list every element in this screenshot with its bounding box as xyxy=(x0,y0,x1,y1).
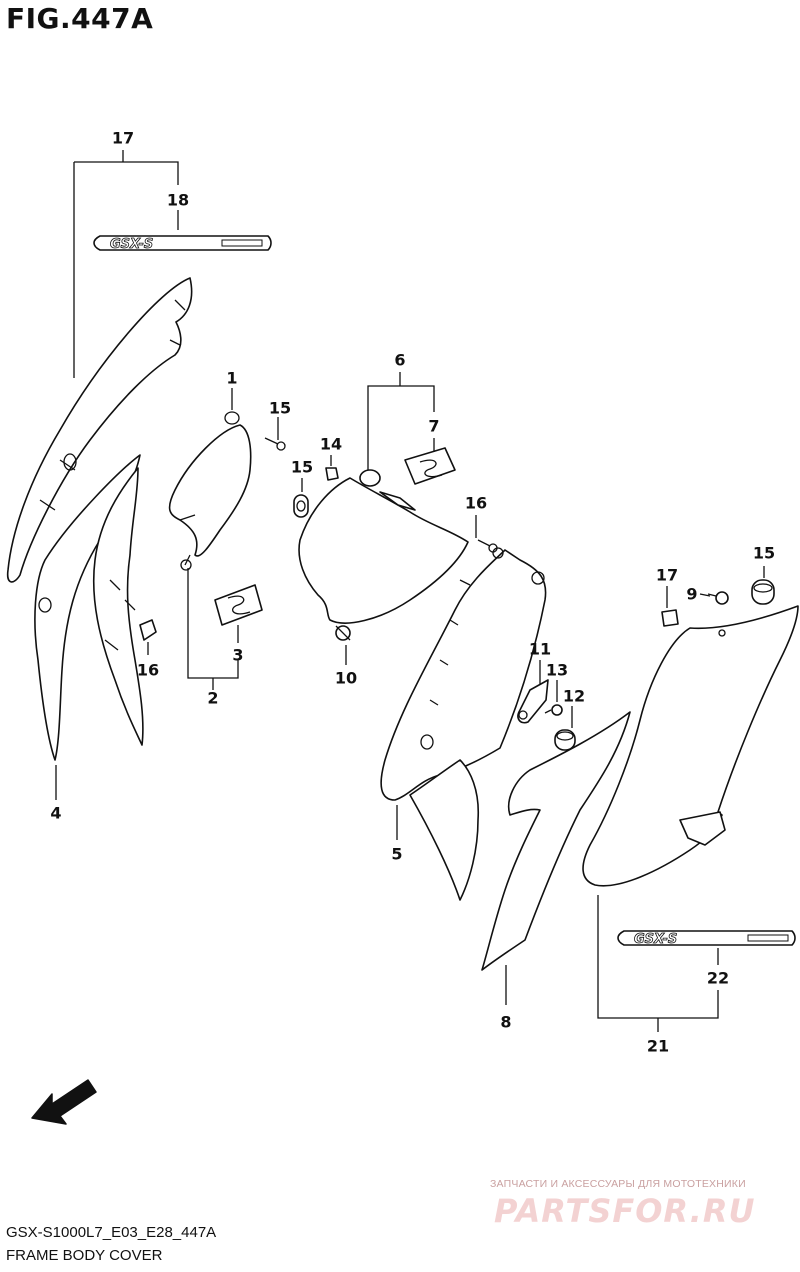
part-8-lower-cover xyxy=(481,711,631,971)
callout-11: 11 xyxy=(528,639,552,659)
callout-8: 8 xyxy=(500,1012,512,1032)
callout-6: 6 xyxy=(394,350,406,370)
callout-17-left: 15 xyxy=(268,398,292,418)
part-9-bolt xyxy=(707,591,729,605)
callout-10: 10 xyxy=(334,668,358,688)
callout-9: 9 xyxy=(686,584,698,604)
callout-7: 7 xyxy=(428,416,440,436)
part-7-s-emblem xyxy=(404,447,456,485)
part-11-bracket xyxy=(517,679,549,724)
callout-2: 2 xyxy=(207,688,219,708)
callout-19: 17 xyxy=(111,128,135,148)
watermark-tagline: ЗАПЧАСТИ И АКСЕССУАРЫ ДЛЯ МОТОТЕХНИКИ xyxy=(490,1178,746,1190)
part-21-right-frame-cover xyxy=(582,605,799,887)
svg-text:GSX-S: GSX-S xyxy=(634,932,677,947)
part-3-s-emblem xyxy=(214,584,263,626)
part-15-grommet-right xyxy=(751,579,775,605)
part-22-gsxs-emblem: GSX-S xyxy=(617,930,796,947)
part-19-left-frame-cover xyxy=(6,277,193,583)
callout-12: 12 xyxy=(562,686,586,706)
figure-title: FIG.447A xyxy=(6,2,154,35)
part-5-inner-cover xyxy=(380,547,547,901)
callout-22: 22 xyxy=(706,968,730,988)
leader-lines xyxy=(55,150,765,1032)
fwd-arrow-icon xyxy=(31,1079,97,1125)
part-10-bolt xyxy=(335,625,351,641)
part-14-clip xyxy=(325,467,339,481)
callout-15-left: 15 xyxy=(290,457,314,477)
callout-13: 13 xyxy=(545,660,569,680)
part-6-center-cover xyxy=(298,469,469,624)
part-20-gsxs-emblem: GSX-S xyxy=(93,235,272,252)
callout-20: 18 xyxy=(166,190,190,210)
part-13-bolt xyxy=(544,704,563,716)
callout-1: 1 xyxy=(226,368,238,388)
part-16-clip xyxy=(139,619,157,641)
model-code: GSX-S1000L7_E03_E28_447A xyxy=(6,1224,217,1241)
svg-text:GSX-S: GSX-S xyxy=(110,237,153,252)
part-18-nut xyxy=(661,609,679,627)
callout-17-right: 16 xyxy=(464,493,488,513)
watermark-brand: PARTSFOR.RU xyxy=(494,1192,756,1230)
callout-3: 3 xyxy=(232,645,244,665)
part-12-grommet xyxy=(554,729,576,751)
callout-15-right: 15 xyxy=(752,543,776,563)
callout-16: 16 xyxy=(136,660,160,680)
part-17-screw-left xyxy=(264,437,286,451)
callout-18: 17 xyxy=(655,565,679,585)
section-name: FRAME BODY COVER xyxy=(6,1247,163,1264)
callout-21: 21 xyxy=(646,1036,670,1056)
callout-5: 5 xyxy=(391,844,403,864)
callout-4: 4 xyxy=(50,803,62,823)
part-4-inner-panel xyxy=(34,454,144,761)
callout-14: 14 xyxy=(319,434,343,454)
part-2-bracket xyxy=(168,411,252,571)
part-15-grommet-left xyxy=(293,494,309,518)
